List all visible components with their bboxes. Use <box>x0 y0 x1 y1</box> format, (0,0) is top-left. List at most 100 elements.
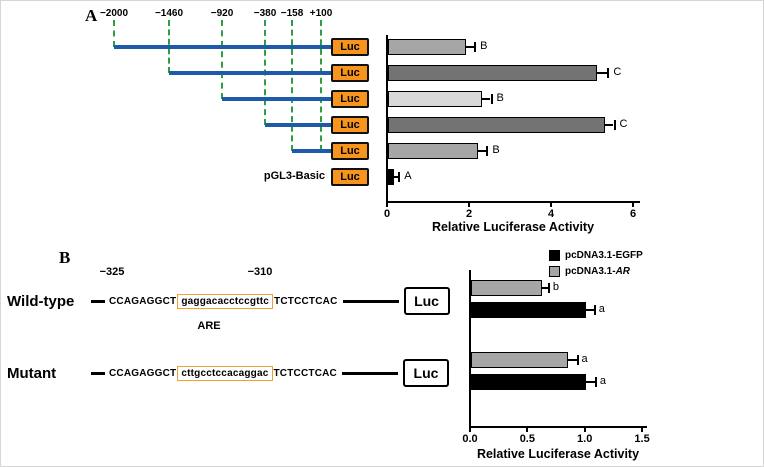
sequence-prefix: CCAGAGGCT <box>109 295 177 307</box>
x-axis-tick <box>469 428 471 432</box>
luc-box: Luc <box>402 359 449 387</box>
error-bar <box>605 124 614 126</box>
error-bar <box>482 98 491 100</box>
sequence-suffix: TCTCCTCAC <box>273 367 337 379</box>
x-axis <box>469 426 647 428</box>
x-axis <box>386 201 640 203</box>
y-axis <box>386 35 388 203</box>
luc-box: Luc <box>331 38 369 56</box>
error-bar <box>394 176 399 178</box>
promoter-line <box>265 123 331 127</box>
position-label: −158 <box>280 8 304 19</box>
bar <box>471 280 543 296</box>
bar <box>388 39 466 55</box>
legend-item: pcDNA3.1-EGFP <box>549 250 643 261</box>
bar <box>471 374 586 390</box>
promoter-line <box>169 71 331 75</box>
are-sequence-box: cttgcctccacaggac <box>177 365 273 381</box>
bar <box>388 91 483 107</box>
legend-swatch <box>549 266 560 277</box>
significance-label: A <box>404 170 412 182</box>
position-label: −1460 <box>154 8 184 19</box>
position-dashed-line <box>221 20 223 99</box>
significance-label: a <box>599 375 606 387</box>
error-bar-cap <box>547 283 550 293</box>
luc-box: Luc <box>331 168 369 186</box>
error-bar-cap <box>474 42 477 52</box>
legend-label: pcDNA3.1-EGFP <box>565 250 643 261</box>
position-label: −920 <box>210 8 234 19</box>
error-bar-cap <box>613 120 616 130</box>
significance-label: C <box>613 66 622 78</box>
error-bar-cap <box>593 305 596 315</box>
position-label: −310 <box>247 266 273 278</box>
x-axis-tick <box>641 428 644 432</box>
leader-dash <box>91 299 105 303</box>
error-bar-cap <box>594 377 597 387</box>
bar <box>388 143 479 159</box>
x-tick-label: 1.0 <box>577 433 593 445</box>
pgl3-basic-label: pGL3-Basic <box>263 170 325 182</box>
error-bar-cap <box>398 172 401 182</box>
bar <box>471 352 569 368</box>
position-dashed-line <box>113 20 115 47</box>
sequence-prefix: CCAGAGGCT <box>109 367 177 379</box>
position-dashed-line <box>291 20 293 151</box>
error-bar <box>585 381 595 383</box>
panel-a: A Relative Luciferase Activity −2000 −146… <box>1 1 764 236</box>
x-axis-tick <box>550 203 552 207</box>
error-bar <box>568 359 577 361</box>
error-bar <box>465 46 475 48</box>
error-bar-cap <box>490 94 493 104</box>
panel-a-label: A <box>85 6 98 25</box>
x-tick-label: 0.0 <box>462 433 478 445</box>
sequence-suffix: TCTCCTCAC <box>274 295 338 307</box>
x-axis-title-a: Relative Luciferase Activity <box>431 220 595 234</box>
significance-label: a <box>598 303 605 315</box>
position-label: −325 <box>99 266 125 278</box>
significance-label: b <box>552 281 559 293</box>
significance-label: B <box>480 40 488 52</box>
panel-b-label: B <box>59 248 71 267</box>
x-tick-label: 2 <box>465 208 473 220</box>
promoter-line <box>114 45 331 49</box>
y-axis <box>469 270 471 428</box>
error-bar-cap <box>486 146 489 156</box>
x-axis-title-b: Relative Luciferase Activity <box>476 447 640 461</box>
x-axis-tick <box>386 203 388 207</box>
position-label: −2000 <box>99 8 129 19</box>
leader-line <box>342 299 399 303</box>
x-tick-label: 0 <box>383 208 391 220</box>
luc-box: Luc <box>403 287 450 315</box>
error-bar <box>478 150 487 152</box>
x-axis-tick <box>632 203 634 207</box>
error-bar-cap <box>576 355 579 365</box>
construct-name: Wild-type <box>7 292 75 310</box>
position-label: −380 <box>253 8 277 19</box>
x-axis-tick <box>526 428 529 432</box>
leader-line <box>341 371 398 375</box>
error-bar <box>597 72 608 74</box>
promoter-line <box>222 97 331 101</box>
luc-box: Luc <box>331 90 369 108</box>
error-bar <box>585 309 594 311</box>
legend-item: pcDNA3.1-AR <box>549 266 630 277</box>
are-label: ARE <box>197 320 221 332</box>
significance-label: B <box>492 144 500 156</box>
x-tick-label: 1.5 <box>634 433 650 445</box>
luc-box: Luc <box>331 142 369 160</box>
error-bar <box>542 287 548 289</box>
bar <box>388 117 606 133</box>
x-tick-label: 4 <box>547 208 555 220</box>
bar <box>388 169 395 185</box>
error-bar-cap <box>607 68 610 78</box>
leader-dash <box>91 371 105 375</box>
luc-box: Luc <box>331 116 369 134</box>
bar <box>471 302 586 318</box>
significance-label: a <box>581 353 588 365</box>
position-dashed-line <box>320 20 322 151</box>
position-label: +100 <box>309 8 333 19</box>
